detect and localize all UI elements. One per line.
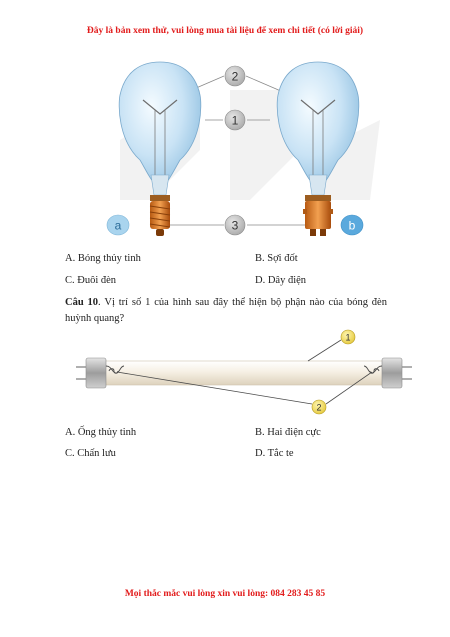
bulb-a <box>118 61 202 236</box>
q9-option-a[interactable]: A. Bóng thủy tinh <box>65 253 141 264</box>
question-10: Câu 10. Vị trí số 1 của hình sau đây thể… <box>65 295 387 327</box>
bulb-b <box>276 61 360 236</box>
callout-1: 1 <box>224 109 246 131</box>
svg-text:b: b <box>349 219 356 233</box>
svg-text:1: 1 <box>345 333 350 343</box>
svg-text:a: a <box>115 219 122 233</box>
q10-option-d[interactable]: D. Tắc te <box>255 448 294 459</box>
end-cap-right <box>381 357 403 389</box>
bulb-label-a: a <box>106 214 130 236</box>
glass-tube <box>94 360 394 386</box>
q10-option-a[interactable]: A. Ống thủy tinh <box>65 427 137 438</box>
question-text: . Vị trí số 1 của hình sau đây thể hiện … <box>65 297 387 324</box>
callout-3: 3 <box>224 214 246 236</box>
q10-option-c[interactable]: C. Chấn lưu <box>65 448 116 459</box>
question-number: Câu 10 <box>65 297 99 308</box>
contact-footer: Mọi thắc mắc vui lòng xin vui lòng: 084 … <box>124 589 326 599</box>
incandescent-bulb-figure: 2 1 3 a b <box>106 61 380 236</box>
tube-callout-1: 1 <box>340 329 356 345</box>
q9-option-d[interactable]: D. Dây điện <box>255 275 307 286</box>
callout-2: 2 <box>224 65 246 87</box>
fluorescent-tube-figure: 1 2 <box>76 329 412 415</box>
tube-callout-2: 2 <box>311 399 327 415</box>
bulb-label-b: b <box>340 214 364 236</box>
tube-callout-lines <box>116 339 373 405</box>
q9-option-c[interactable]: C. Đuôi đèn <box>65 275 117 286</box>
end-cap-left <box>85 357 107 389</box>
svg-text:2: 2 <box>316 403 321 413</box>
svg-text:3: 3 <box>232 219 239 233</box>
tube-pins <box>76 366 412 380</box>
q10-option-b[interactable]: B. Hai điện cực <box>255 427 321 438</box>
preview-notice: Đây là bản xem thử, vui lòng mua tài liệ… <box>86 26 364 36</box>
svg-text:2: 2 <box>232 70 239 84</box>
svg-text:1: 1 <box>232 114 239 128</box>
q9-option-b[interactable]: B. Sợi đốt <box>255 253 298 264</box>
